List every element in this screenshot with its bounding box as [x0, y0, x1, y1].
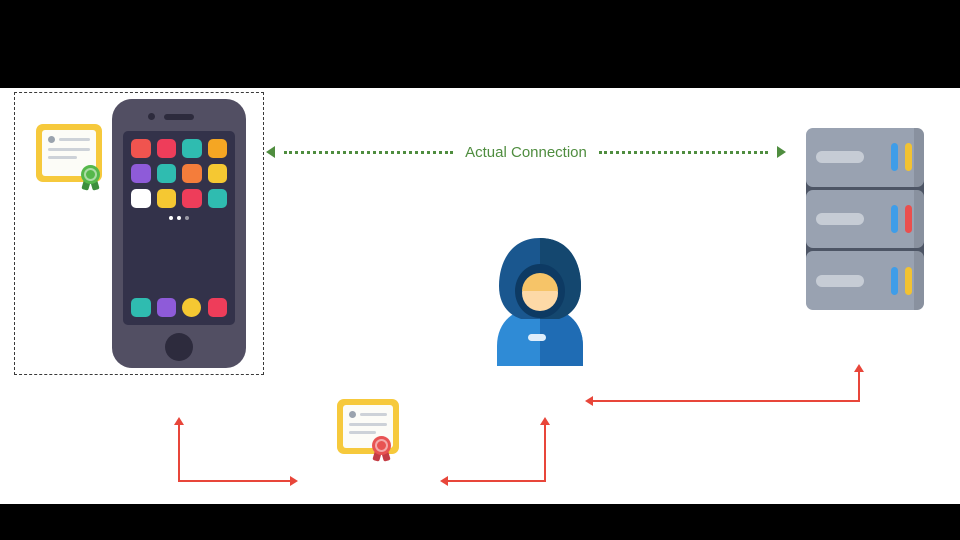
dotted-line [598, 150, 768, 154]
server-light [905, 143, 912, 172]
certificate-text-line [59, 138, 90, 141]
attack-arrow-segment [858, 372, 860, 402]
certificate-person-icon [349, 411, 356, 418]
app-tile [182, 189, 202, 208]
phone-page-dots [131, 216, 227, 220]
dotted-line [284, 150, 454, 154]
arrowhead-up-icon [174, 417, 184, 425]
app-tile [156, 298, 176, 317]
attack-arrow-segment [593, 400, 860, 402]
arrowhead-right-icon [290, 476, 298, 486]
server-light [905, 266, 912, 295]
arrowhead-left-icon [440, 476, 448, 486]
page-dot [185, 216, 189, 220]
phone-screen [123, 131, 235, 325]
app-tile [207, 189, 227, 208]
page-dot [177, 216, 181, 220]
app-tile [182, 298, 202, 317]
app-tile [182, 164, 202, 183]
server-light [891, 205, 898, 233]
server-drive-slot [816, 151, 864, 164]
certificate-text-line [349, 431, 376, 434]
server-light [905, 205, 912, 233]
phone-app-grid [131, 139, 227, 208]
actual-connection-label: Actual Connection [465, 143, 587, 161]
server-light [891, 266, 898, 295]
app-tile [156, 164, 176, 183]
seal-disc [81, 165, 100, 184]
server-light [891, 143, 898, 172]
arrowhead-left-icon [266, 146, 275, 158]
server-unit [806, 189, 924, 249]
arrowhead-up-icon [854, 364, 864, 372]
server-unit [806, 128, 924, 187]
server-drive-slot [816, 274, 864, 287]
arrowhead-right-icon [777, 146, 786, 158]
certificate-text-line [48, 156, 78, 159]
page-dot [169, 216, 173, 220]
certificate-text-line [360, 413, 387, 416]
seal-disc [372, 436, 391, 455]
attack-arrow-segment [178, 425, 180, 482]
app-tile [156, 189, 176, 208]
arrowhead-up-icon [540, 417, 550, 425]
app-tile [207, 164, 227, 183]
attack-arrow-segment [448, 480, 545, 482]
phone-home-button [165, 333, 193, 361]
phone-camera-dot [148, 113, 155, 120]
green-seal-icon [81, 165, 100, 192]
app-tile [131, 139, 151, 158]
phone-dock [131, 298, 227, 317]
server-unit [806, 251, 924, 311]
app-tile [156, 139, 176, 158]
attack-arrow-segment [544, 425, 546, 482]
hacker-icon [497, 238, 583, 366]
certificate-text-line [349, 423, 387, 426]
app-tile [131, 298, 151, 317]
certificate-person-icon [48, 136, 55, 143]
app-tile [182, 139, 202, 158]
smartphone-icon [112, 99, 246, 368]
letterbox-top [0, 0, 960, 88]
app-tile [131, 164, 151, 183]
server-drive-slot [816, 213, 864, 225]
app-tile [207, 298, 227, 317]
red-seal-icon [372, 436, 391, 463]
server-stack-icon [806, 128, 924, 311]
letterbox-bottom [0, 504, 960, 540]
actual-connection-arrow: Actual Connection [266, 140, 786, 164]
fake-certificate-icon [337, 399, 399, 462]
certificate-text-line [48, 148, 90, 151]
valid-certificate-icon [36, 124, 102, 191]
app-tile [207, 139, 227, 158]
attack-arrow-segment [178, 480, 291, 482]
arrowhead-left-icon [585, 396, 593, 406]
app-tile [131, 189, 151, 208]
client-dashed-boundary [14, 92, 264, 375]
phone-speaker [164, 114, 194, 120]
